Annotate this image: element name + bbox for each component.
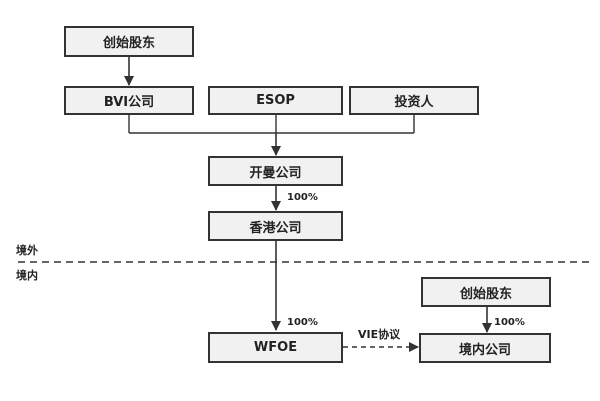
box-domestic-company: 境内公司 [419,333,551,363]
label-founder-to-domestic-percent: 100% [494,317,525,328]
box-investors: 投资人 [349,86,479,115]
label-hk-to-wfoe-percent: 100% [287,317,318,328]
label-onshore-zone: 境内 [16,269,38,282]
box-founder-top: 创始股东 [64,26,194,57]
box-hongkong-company: 香港公司 [208,211,343,241]
box-cayman-company: 开曼公司 [208,156,343,186]
label-cayman-to-hk-percent: 100% [287,192,318,203]
box-founder-domestic: 创始股东 [421,277,551,307]
label-offshore-zone: 境外 [16,244,38,257]
box-esop: ESOP [208,86,343,115]
box-wfoe: WFOE [208,332,343,363]
label-vie-agreement: VIE协议 [358,328,401,341]
box-bvi-company: BVI公司 [64,86,194,115]
